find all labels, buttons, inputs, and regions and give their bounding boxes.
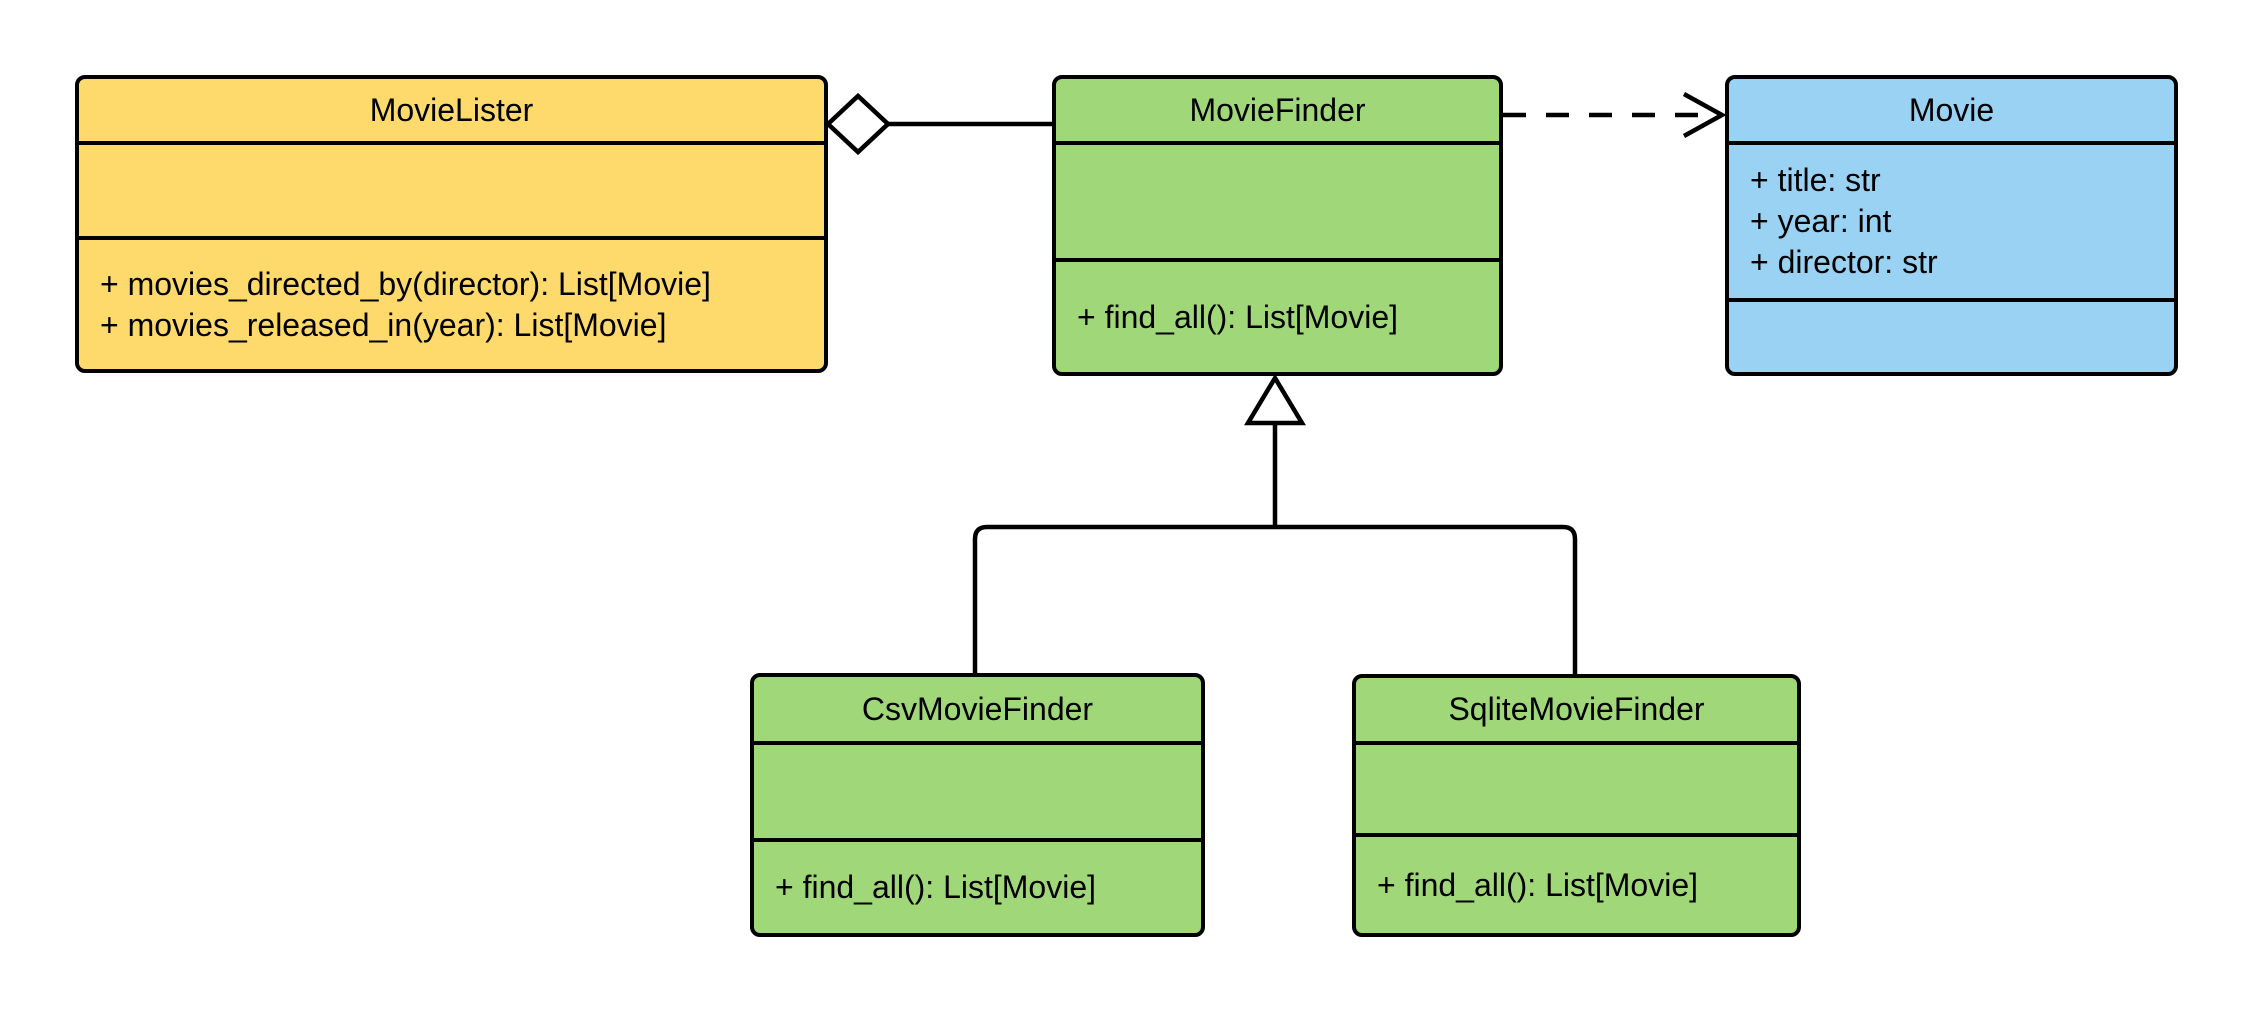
class-title: Movie [1729, 79, 2174, 145]
attributes-compartment [1056, 145, 1499, 262]
attributes-compartment: + title: str + year: int + director: str [1729, 145, 2174, 302]
dependency-arrowhead-icon [1682, 92, 1727, 138]
methods-compartment: + find_all(): List[Movie] [1356, 837, 1797, 933]
class-movielister[interactable]: MovieLister + movies_directed_by(directo… [75, 75, 828, 373]
methods-compartment: + find_all(): List[Movie] [754, 842, 1201, 933]
attribute-item: + year: int [1750, 203, 1892, 239]
aggregation-diamond-icon [824, 92, 892, 156]
class-sqlitemoviefinder[interactable]: SqliteMovieFinder + find_all(): List[Mov… [1352, 674, 1801, 937]
attributes-compartment [79, 145, 824, 240]
class-csvmoviefinder[interactable]: CsvMovieFinder + find_all(): List[Movie] [750, 673, 1205, 937]
class-title: CsvMovieFinder [754, 677, 1201, 745]
generalization-triangle-icon [1244, 373, 1306, 426]
method-item: + find_all(): List[Movie] [1077, 298, 1399, 335]
methods-compartment: + movies_directed_by(director): List[Mov… [79, 240, 824, 369]
class-title: MovieLister [79, 79, 824, 145]
class-movie[interactable]: Movie + title: str + year: int + directo… [1725, 75, 2178, 376]
attributes-compartment [1356, 745, 1797, 837]
method-item: + find_all(): List[Movie] [1377, 866, 1699, 903]
attributes-compartment [754, 745, 1201, 842]
methods-compartment [1729, 302, 2174, 372]
methods-compartment: + find_all(): List[Movie] [1056, 262, 1499, 372]
attribute-item: + director: str [1750, 244, 1938, 280]
method-item: + movies_directed_by(director): List[Mov… [100, 265, 711, 302]
method-item: + movies_released_in(year): List[Movie] [100, 306, 667, 343]
class-moviefinder[interactable]: MovieFinder + find_all(): List[Movie] [1052, 75, 1503, 376]
method-item: + find_all(): List[Movie] [775, 869, 1097, 905]
class-title: SqliteMovieFinder [1356, 678, 1797, 745]
generalization-bus-connector [972, 524, 1578, 674]
attribute-item: + title: str [1750, 162, 1881, 198]
class-title: MovieFinder [1056, 79, 1499, 145]
